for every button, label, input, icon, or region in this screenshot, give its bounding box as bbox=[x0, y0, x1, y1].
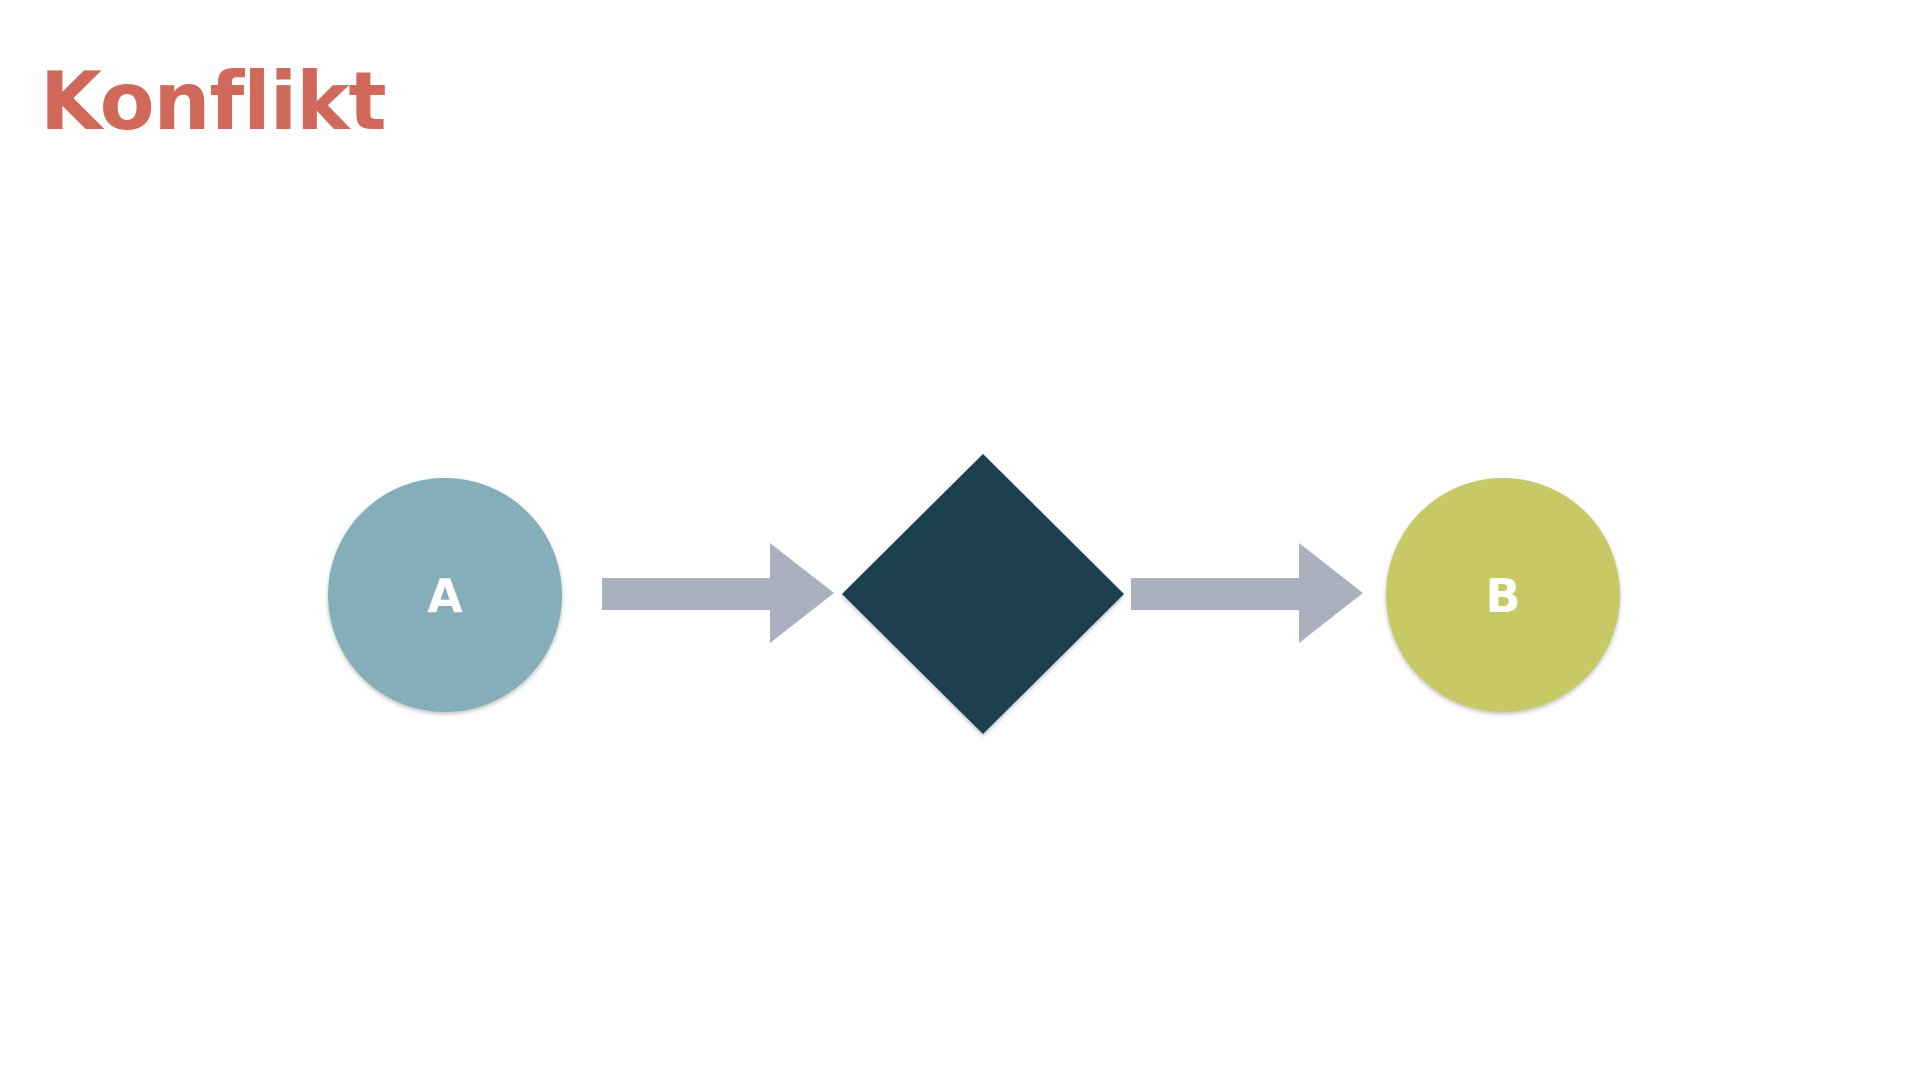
node-a-circle bbox=[328, 478, 562, 712]
arrow-a-to-conflict bbox=[602, 543, 834, 643]
slide-title: Konflikt bbox=[40, 55, 387, 148]
node-b-circle bbox=[1386, 478, 1620, 712]
conflict-diamond bbox=[842, 454, 1124, 734]
arrow-conflict-to-b bbox=[1131, 543, 1363, 643]
node-b-label: B bbox=[1485, 569, 1520, 623]
node-a-label: A bbox=[427, 569, 463, 623]
